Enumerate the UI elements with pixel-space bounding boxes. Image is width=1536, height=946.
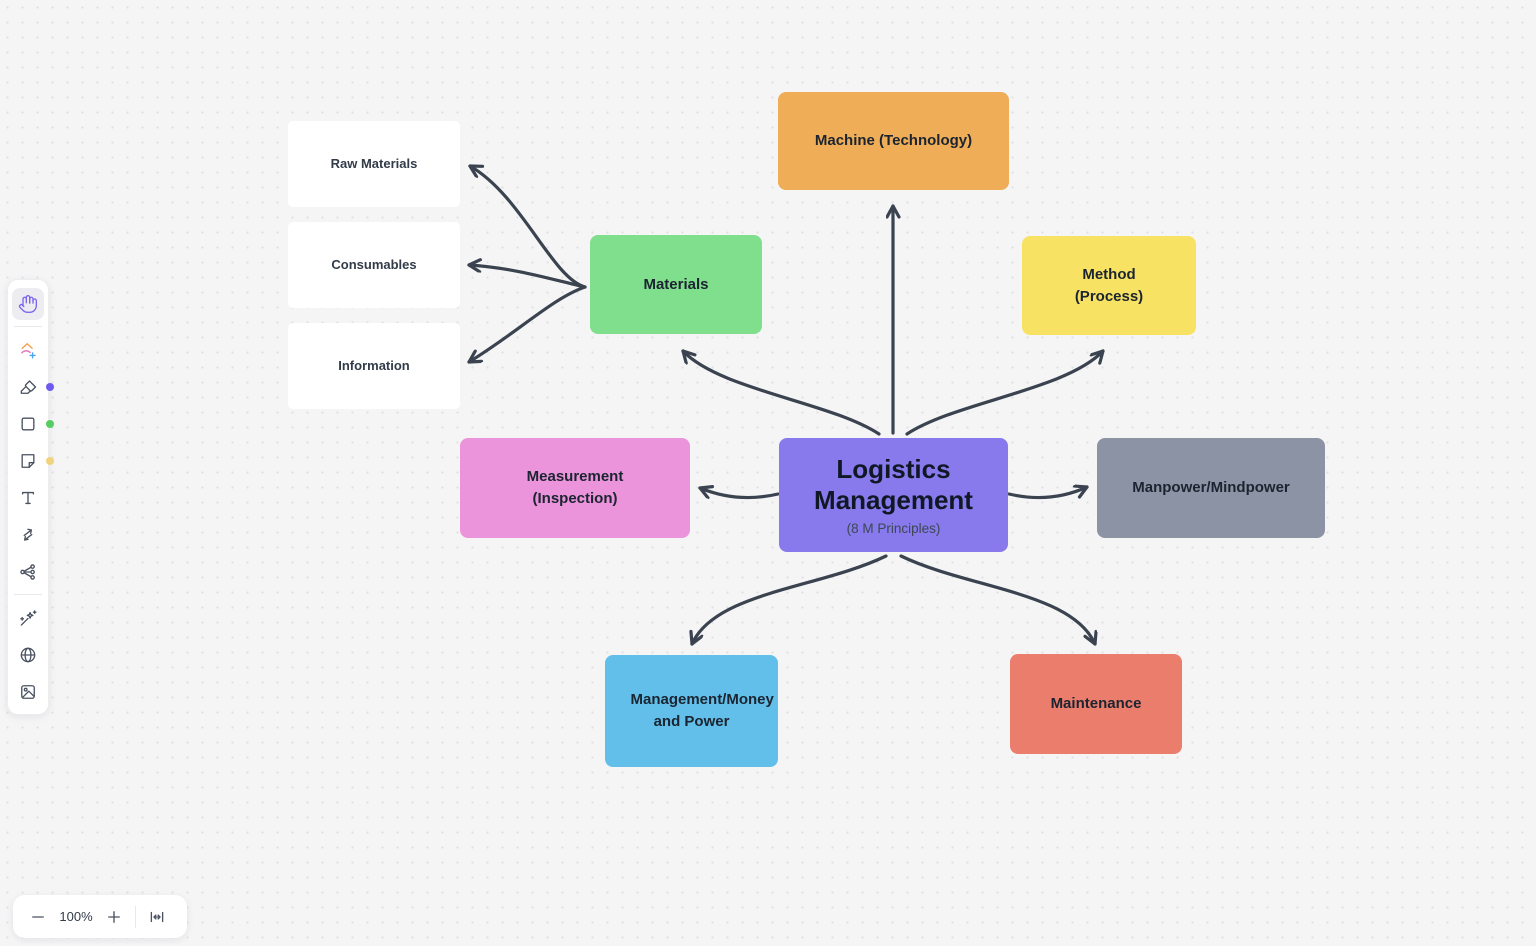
tools-panel <box>7 279 54 715</box>
arrow-center-to-materials[interactable] <box>681 349 881 436</box>
arrow-center-to-manpower[interactable] <box>1007 487 1089 500</box>
globe-icon <box>20 647 36 662</box>
marker-color-dot <box>46 382 54 391</box>
text-tool-button[interactable] <box>12 482 44 514</box>
zoom-fit-button[interactable] <box>142 902 172 932</box>
shape-color-dot <box>46 419 54 428</box>
node-label: Materials <box>643 275 709 293</box>
zoom-out-button[interactable] <box>23 902 53 932</box>
zoom-controls: 100% <box>13 895 187 938</box>
connector-tool-button[interactable] <box>12 519 44 551</box>
center-node-subtitle: (8 M Principles) <box>846 521 941 537</box>
shape-tool-button[interactable] <box>12 408 54 440</box>
connector-arrows-icon <box>23 528 33 541</box>
zoom-divider <box>135 905 136 928</box>
node-logistics-management[interactable]: Logistics Management (8 M Principles) <box>779 438 1008 552</box>
node-label: Management/Money and Power <box>630 691 774 730</box>
minus-icon <box>32 915 44 918</box>
ai-magic-tool-button[interactable] <box>12 602 44 634</box>
web-tool-button[interactable] <box>12 639 44 671</box>
toolbar-divider <box>14 594 42 595</box>
arrow-materials-to-information[interactable] <box>467 285 587 364</box>
zoom-level: 100% <box>59 909 93 924</box>
node-method-process[interactable]: Method (Process) <box>1022 236 1196 335</box>
text-icon <box>21 491 35 504</box>
node-label: Machine (Technology) <box>814 132 973 150</box>
magic-wand-icon <box>20 609 37 626</box>
sticky-color-dot <box>46 456 54 465</box>
node-label: Raw Materials <box>330 155 418 171</box>
fit-width-icon <box>150 911 164 922</box>
node-management-money-power[interactable]: Management/Money and Power <box>605 655 778 767</box>
node-consumables[interactable]: Consumables <box>288 222 460 308</box>
arrow-center-to-management[interactable] <box>692 554 888 646</box>
rectangle-icon <box>21 417 35 430</box>
node-label: Measurement (Inspection) <box>526 468 624 507</box>
node-materials[interactable]: Materials <box>590 235 762 334</box>
node-raw-materials[interactable]: Raw Materials <box>288 121 460 207</box>
hand-tool-button[interactable] <box>12 287 44 320</box>
node-label: Information <box>338 357 410 373</box>
node-label: Method (Process) <box>1074 265 1144 305</box>
arrow-materials-to-raw[interactable] <box>468 164 587 289</box>
arrow-center-to-maintenance[interactable] <box>899 554 1095 646</box>
node-label: Consumables <box>331 256 417 272</box>
mind-map-tool-button[interactable] <box>12 556 44 588</box>
hand-icon <box>18 294 37 313</box>
node-machine-technology[interactable]: Machine (Technology) <box>778 92 1009 190</box>
arrow-center-to-measurement[interactable] <box>698 488 780 498</box>
arrow-center-to-method[interactable] <box>905 349 1105 436</box>
node-measurement-inspection[interactable]: Measurement (Inspection) <box>460 438 690 538</box>
node-maintenance[interactable]: Maintenance <box>1010 654 1182 754</box>
node-information[interactable]: Information <box>288 323 460 409</box>
sticky-note-icon <box>21 453 35 468</box>
marker-tool-button[interactable] <box>12 371 54 403</box>
sticky-note-tool-button[interactable] <box>12 445 54 477</box>
marker-icon <box>20 379 37 394</box>
arrow-materials-to-consumables[interactable] <box>467 265 587 289</box>
zoom-in-button[interactable] <box>99 902 129 932</box>
image-tool-button[interactable] <box>12 676 44 708</box>
plus-icon <box>108 910 120 923</box>
image-icon <box>21 684 35 699</box>
center-node-title: Logistics Management <box>814 453 973 515</box>
templates-icon <box>21 342 36 359</box>
node-label: Maintenance <box>1050 695 1142 713</box>
node-manpower-mindpower[interactable]: Manpower/Mindpower <box>1097 438 1325 538</box>
mind-map-icon <box>20 563 35 580</box>
templates-tool-button[interactable] <box>12 334 44 366</box>
toolbar-divider <box>14 326 42 327</box>
node-label: Manpower/Mindpower <box>1132 479 1290 497</box>
